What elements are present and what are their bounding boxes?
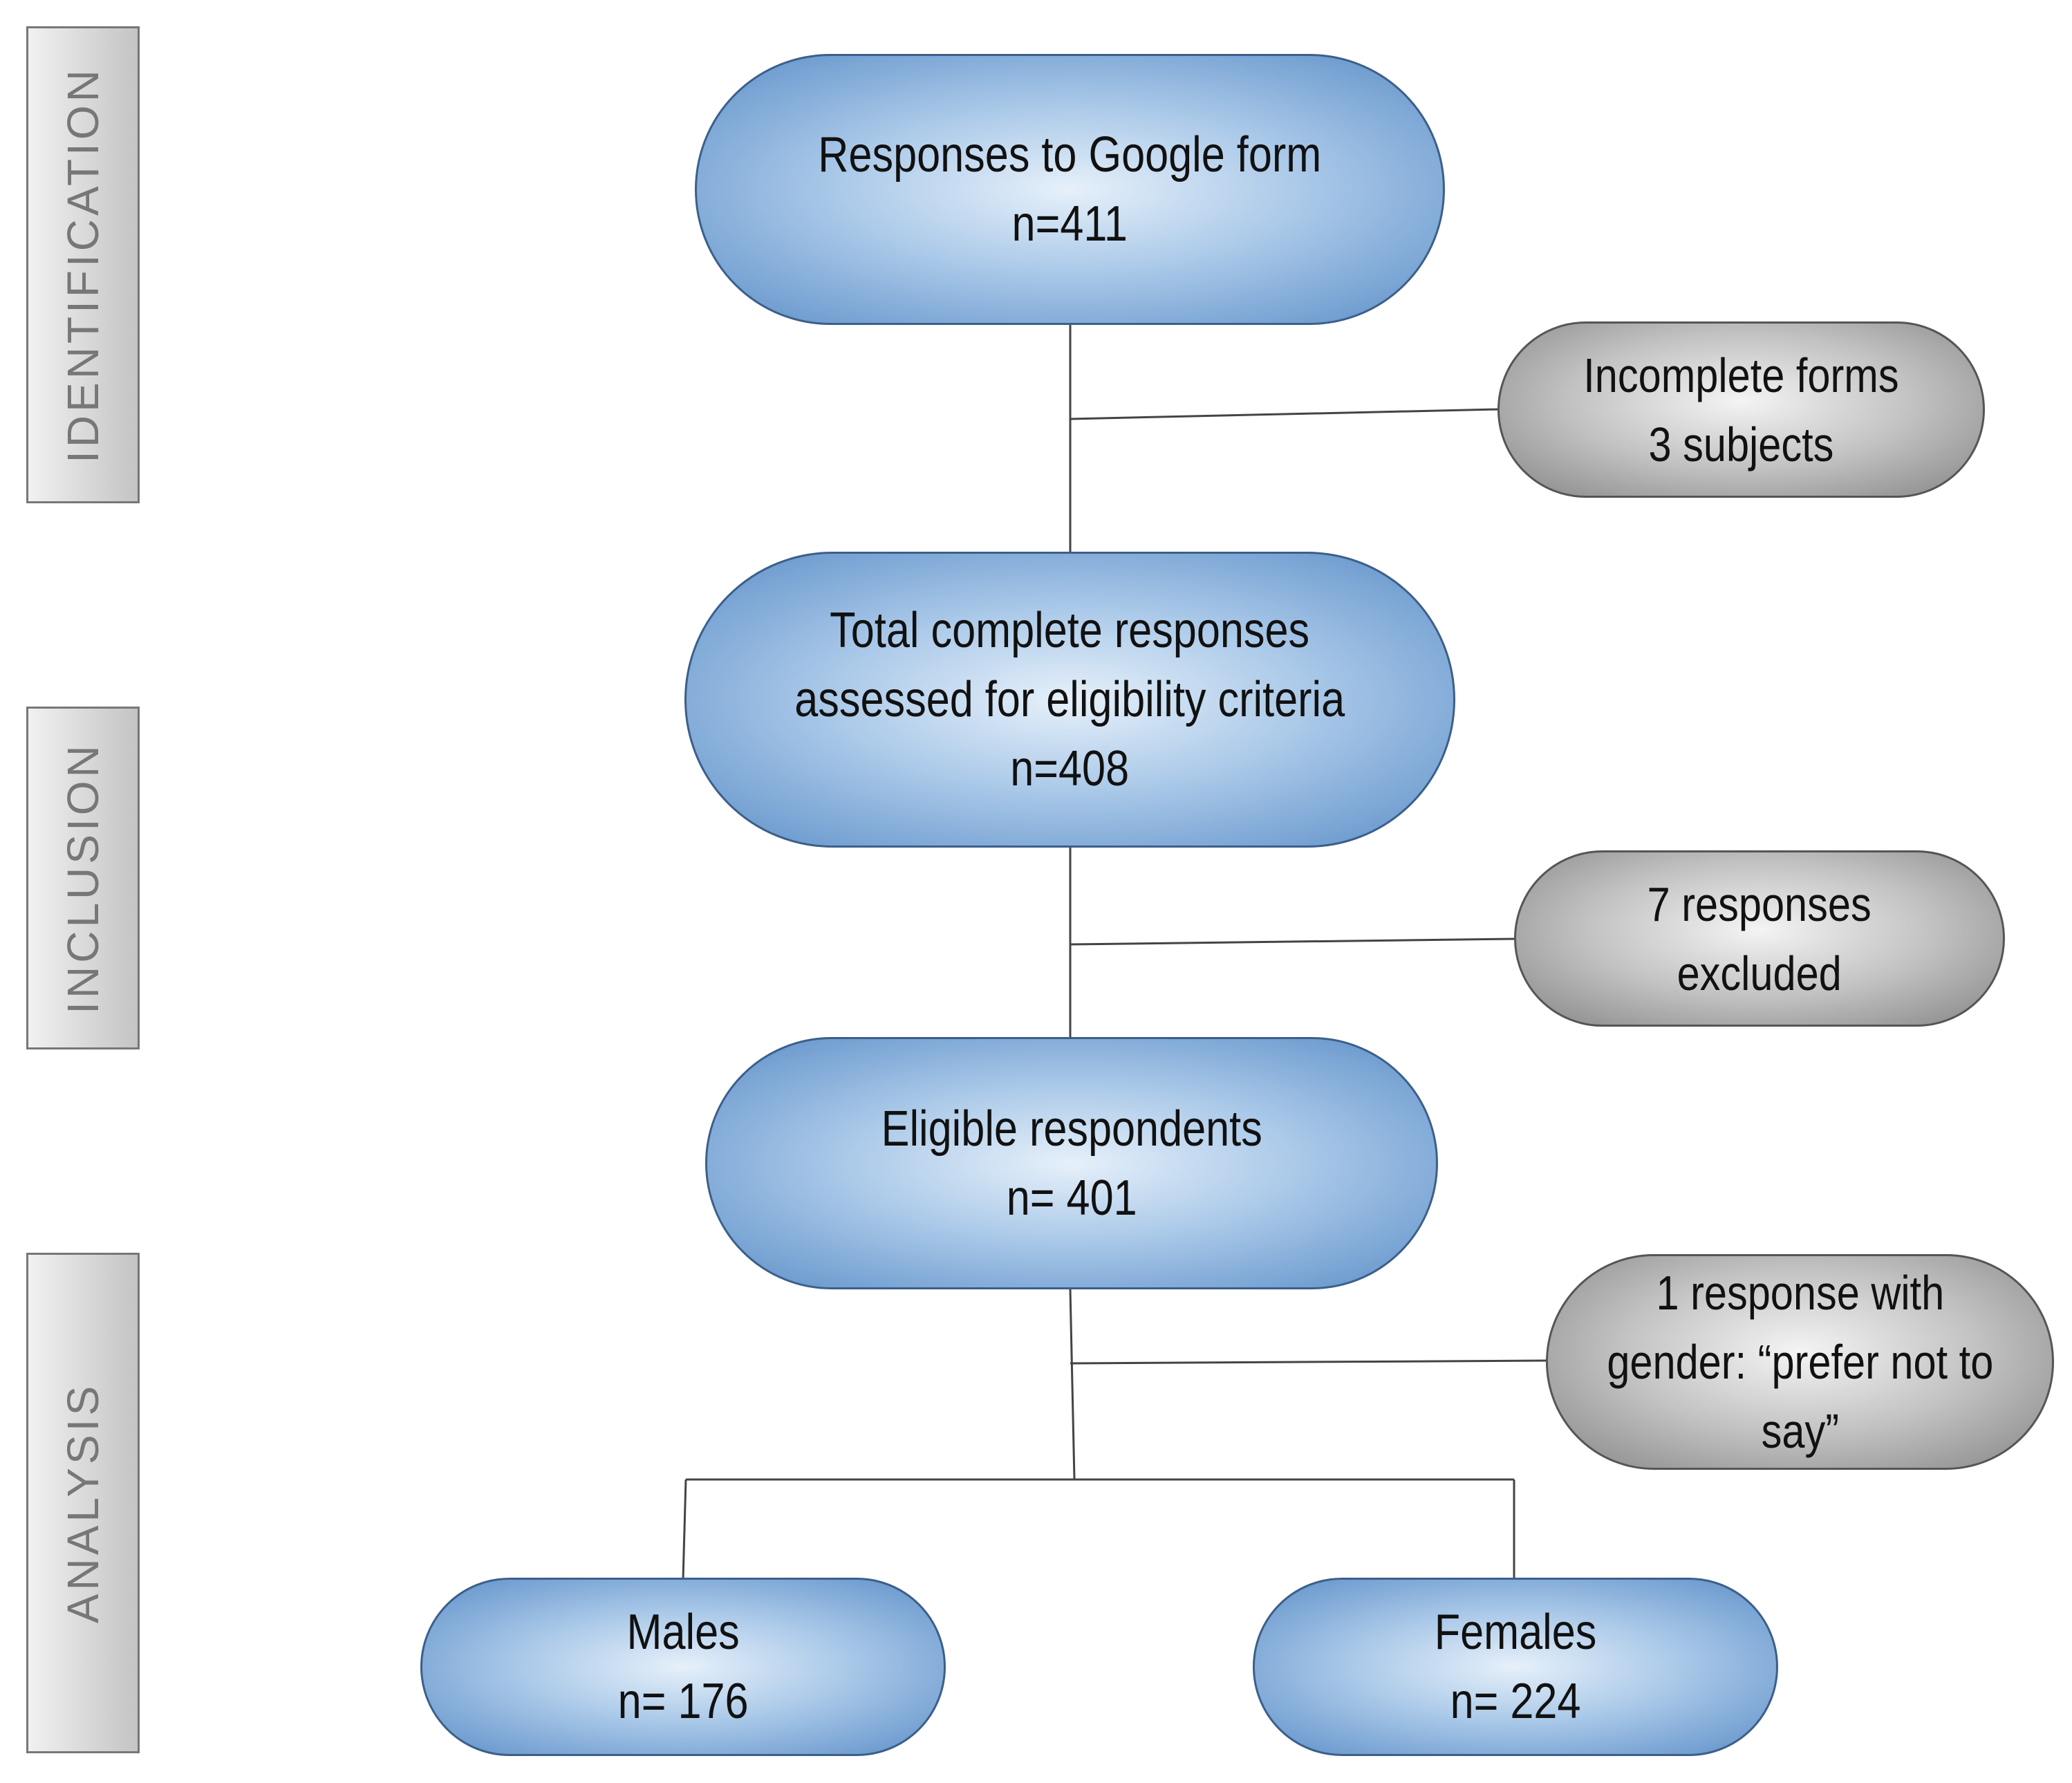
stage-identification: IDENTIFICATION <box>26 26 140 503</box>
node-males: Males n= 176 <box>420 1578 946 1756</box>
node-prefer-not-to-say: 1 response with gender: “prefer not to s… <box>1546 1254 2054 1470</box>
node-google-form-responses-text: Responses to Google form n=411 <box>818 127 1322 252</box>
stage-identification-label: IDENTIFICATION <box>58 66 108 463</box>
stage-inclusion: INCLUSION <box>26 707 140 1049</box>
connector-main-3 <box>1069 1289 1076 1480</box>
stage-analysis-label: ANALYSIS <box>58 1382 108 1624</box>
connector-branch-prefer-not <box>1070 1359 1548 1365</box>
stage-analysis: ANALYSIS <box>26 1253 140 1753</box>
node-google-form-responses: Responses to Google form n=411 <box>695 54 1445 325</box>
connector-branch-excluded <box>1070 937 1516 946</box>
node-complete-responses-text: Total complete responses assessed for el… <box>794 603 1345 796</box>
node-prefer-not-to-say-text: 1 response with gender: “prefer not to s… <box>1607 1266 1993 1458</box>
node-males-text: Males n= 176 <box>617 1605 749 1729</box>
node-eligible-respondents: Eligible respondents n= 401 <box>705 1037 1438 1289</box>
connector-males <box>682 1479 687 1580</box>
node-complete-responses: Total complete responses assessed for el… <box>684 552 1455 848</box>
node-eligible-respondents-text: Eligible respondents n= 401 <box>881 1101 1262 1226</box>
node-females-text: Females n= 224 <box>1434 1605 1597 1729</box>
node-females: Females n= 224 <box>1253 1578 1778 1756</box>
node-incomplete-forms: Incomplete forms 3 subjects <box>1497 321 1985 498</box>
connector-branch-incomplete <box>1070 408 1500 420</box>
node-excluded-responses-text: 7 responses excluded <box>1647 877 1872 1000</box>
node-excluded-responses: 7 responses excluded <box>1514 850 2005 1027</box>
node-incomplete-forms-text: Incomplete forms 3 subjects <box>1583 348 1899 472</box>
stage-inclusion-label: INCLUSION <box>58 742 108 1014</box>
